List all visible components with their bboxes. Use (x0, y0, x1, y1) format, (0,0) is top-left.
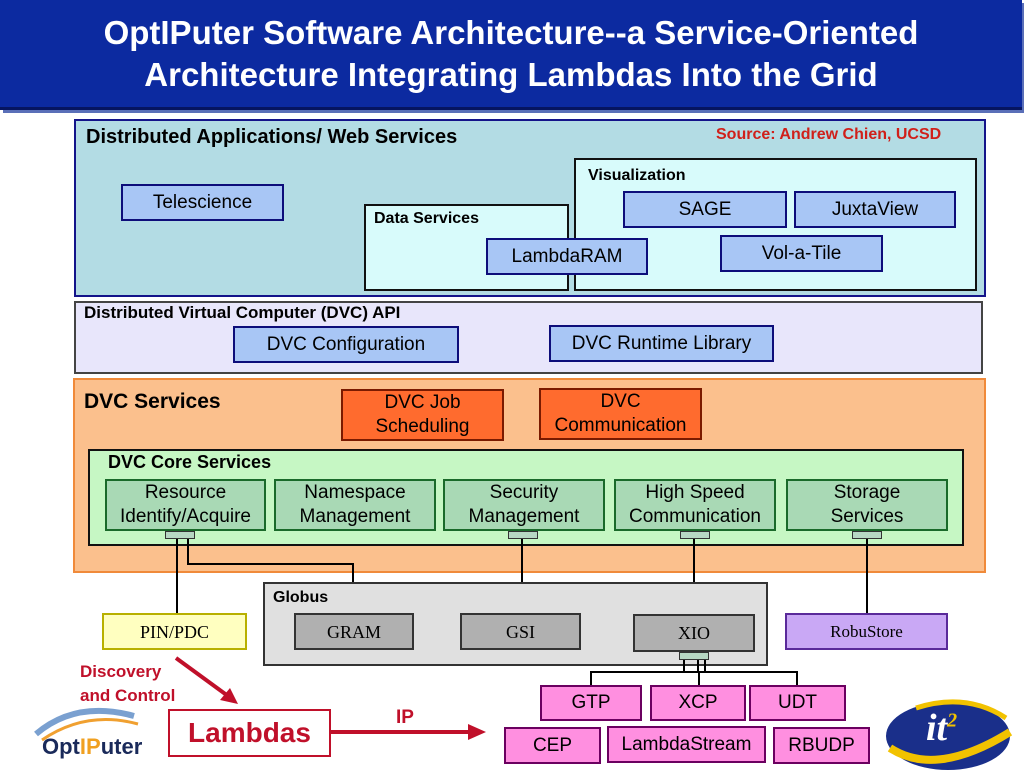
discovery-line-2: and Control (80, 686, 176, 705)
optiputer-logo: OptIPuter (6, 704, 156, 770)
title-line-1: OptIPuter Software Architecture--a Servi… (103, 14, 919, 51)
it2-superscript: 2 (947, 709, 958, 732)
resource-identify-box: Resource Identify/Acquire (105, 479, 266, 531)
highspeed-connector-plug (680, 531, 710, 539)
lambdaram-box: LambdaRAM (486, 238, 648, 275)
optiputer-left: Opt (42, 734, 80, 759)
storage-services-line-1: Storage (833, 482, 901, 503)
juxtaview-box: JuxtaView (794, 191, 956, 228)
security-management-box: Security Management (443, 479, 605, 531)
line-highspeed-to-xio (693, 539, 695, 613)
dvc-communication-line-1: DVC (600, 391, 641, 412)
discovery-arrow (174, 656, 238, 704)
title-banner: OptIPuter Software Architecture--a Servi… (0, 0, 1022, 110)
cep-box: CEP (504, 727, 601, 764)
vol-a-tile-box: Vol-a-Tile (720, 235, 883, 272)
it2-globe (886, 699, 1013, 770)
dvc-communication-box: DVC Communication (539, 388, 702, 440)
visualization-label: Visualization (588, 167, 686, 184)
sage-box: SAGE (623, 191, 787, 228)
gsi-box: GSI (460, 613, 581, 650)
optiputer-mid: IP (79, 734, 101, 759)
line-xio-down-2 (697, 660, 699, 672)
line-resource-horizontal (187, 563, 354, 565)
apps-pane-label: Distributed Applications/ Web Services (86, 126, 458, 148)
pin-pdc-box: PIN/PDC (102, 613, 247, 650)
namespace-management-line-1: Namespace (304, 482, 406, 503)
high-speed-communication-line-1: High Speed (645, 482, 745, 503)
xcp-box: XCP (650, 685, 746, 721)
line-to-gtp (590, 671, 592, 685)
it2-wordmark: it2 (926, 706, 957, 750)
dvc-api-pane (74, 301, 983, 374)
line-xio-horizontal (590, 671, 798, 673)
title-line-2: Architecture Integrating Lambdas Into th… (144, 56, 878, 93)
xio-connector-plug (679, 652, 709, 660)
gtp-box: GTP (540, 685, 642, 721)
storage-services-line-2: Services (830, 506, 904, 527)
data-services-label: Data Services (374, 210, 479, 227)
line-security-to-gsi (521, 539, 523, 613)
storage-services-box: Storage Services (786, 479, 948, 531)
source-credit: Source: Andrew Chien, UCSD (716, 126, 942, 143)
security-management-line-1: Security (489, 482, 559, 503)
dvc-api-label: Distributed Virtual Computer (DVC) API (84, 303, 401, 322)
line-xio-down-3 (704, 660, 706, 672)
telescience-box: Telescience (121, 184, 284, 221)
line-xio-down-1 (683, 660, 685, 672)
dvc-configuration-box: DVC Configuration (233, 326, 459, 363)
gram-box: GRAM (294, 613, 414, 650)
xio-box: XIO (633, 614, 755, 652)
dvc-core-services-label: DVC Core Services (108, 452, 272, 472)
dvc-job-scheduling-line-2: Scheduling (375, 416, 470, 437)
robustore-box: RobuStore (785, 613, 948, 650)
dvc-job-scheduling-box: DVC Job Scheduling (341, 389, 504, 441)
storage-connector-plug (852, 531, 882, 539)
udt-box: UDT (749, 685, 846, 721)
discovery-label: Discovery and Control (80, 660, 175, 708)
optiputer-swoosh (34, 707, 139, 742)
rbudp-box: RBUDP (773, 727, 870, 764)
ip-arrow (330, 724, 486, 740)
line-resource-down (187, 539, 189, 565)
line-resource-to-pinpdc (176, 539, 178, 613)
security-management-line-2: Management (468, 506, 580, 527)
dvc-job-scheduling-line-1: DVC Job (384, 392, 461, 413)
resource-connector-plug (165, 531, 195, 539)
discovery-line-1: Discovery (80, 662, 162, 681)
dvc-services-label: DVC Services (84, 390, 221, 413)
ip-label: IP (396, 707, 414, 728)
high-speed-communication-box: High Speed Communication (614, 479, 776, 531)
namespace-management-box: Namespace Management (274, 479, 436, 531)
it2-logo: it2 (876, 692, 1016, 774)
line-to-udt (796, 671, 798, 685)
high-speed-communication-line-2: Communication (629, 506, 761, 527)
security-connector-plug (508, 531, 538, 539)
globus-label: Globus (273, 589, 329, 606)
resource-identify-line-2: Identify/Acquire (120, 506, 251, 527)
lambdastream-box: LambdaStream (607, 726, 766, 763)
line-to-xcp (698, 671, 700, 685)
dvc-communication-line-2: Communication (554, 415, 687, 436)
line-storage-to-robustore (866, 539, 868, 613)
resource-identify-line-1: Resource (144, 482, 227, 503)
optiputer-right: uter (100, 734, 143, 759)
namespace-management-line-2: Management (299, 506, 411, 527)
it2-text: it (926, 707, 948, 749)
optiputer-wordmark: OptIPuter (42, 734, 142, 760)
lambdas-box: Lambdas (168, 709, 331, 757)
dvc-runtime-library-box: DVC Runtime Library (549, 325, 774, 362)
